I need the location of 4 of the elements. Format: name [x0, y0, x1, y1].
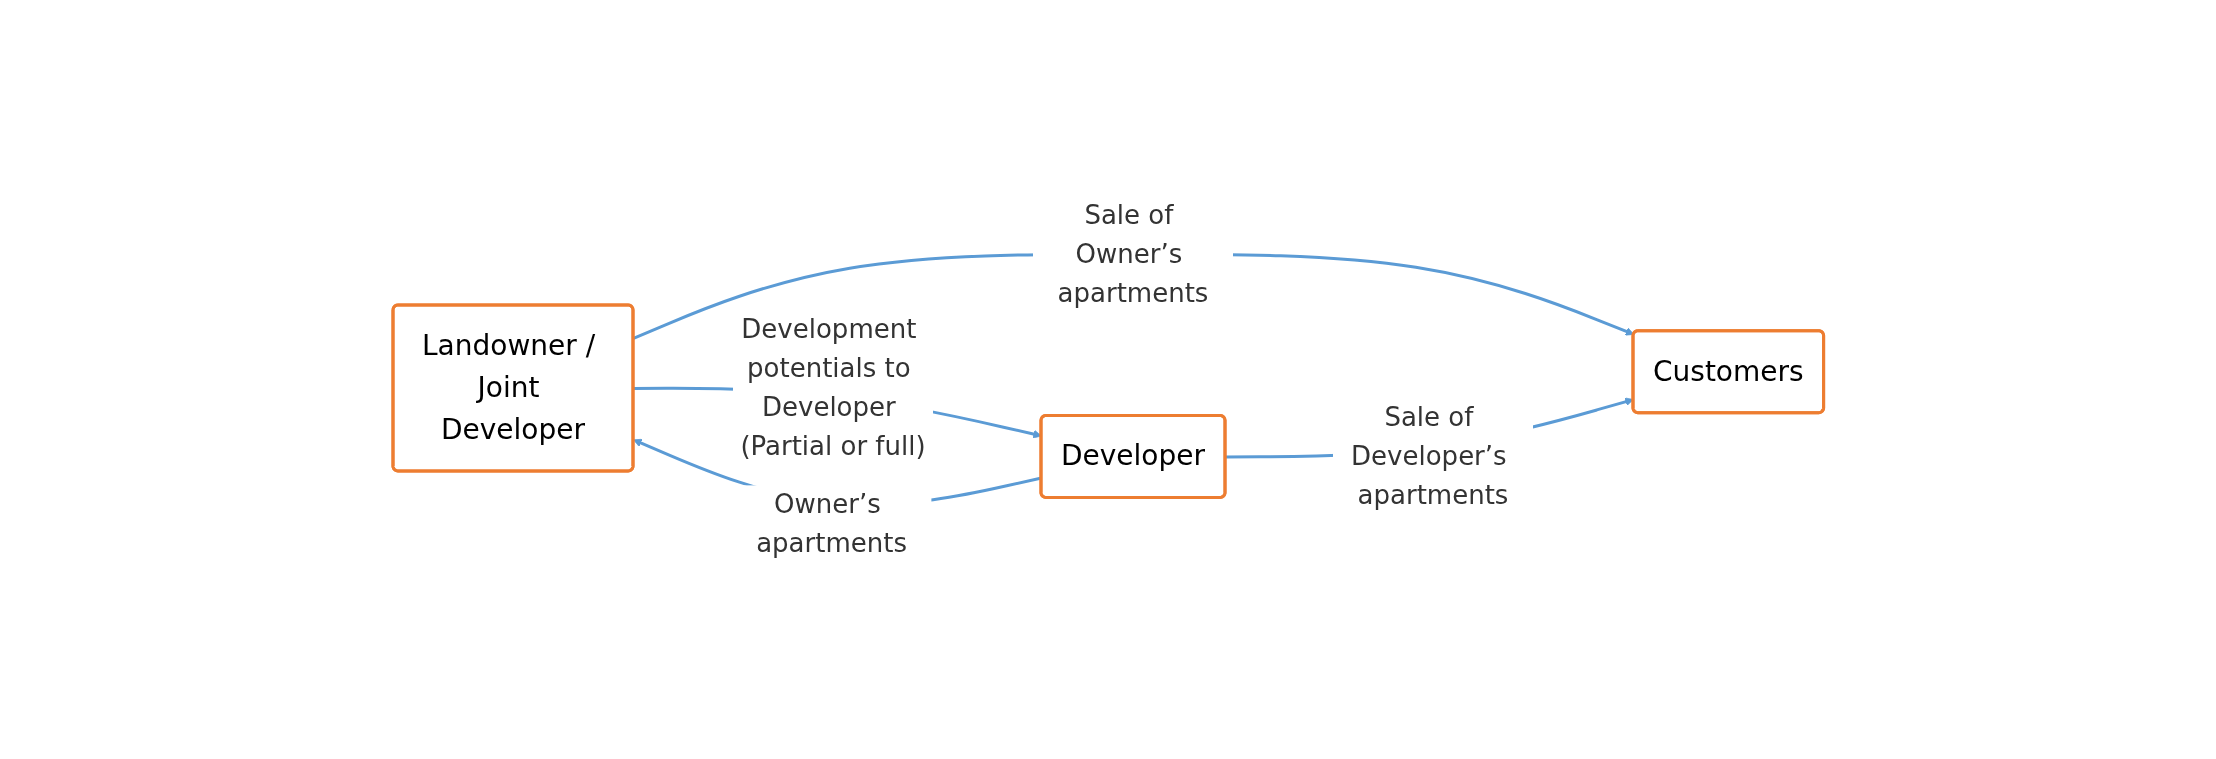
edge-label: Sale of Developer’s apartments	[1350, 401, 1509, 510]
edge-label: Owner’s apartments	[755, 489, 907, 559]
edge-label: Development potentials to Developer (Partial or full)	[740, 313, 926, 461]
edge-label: Sale of Owner’s apartments	[1057, 199, 1209, 308]
